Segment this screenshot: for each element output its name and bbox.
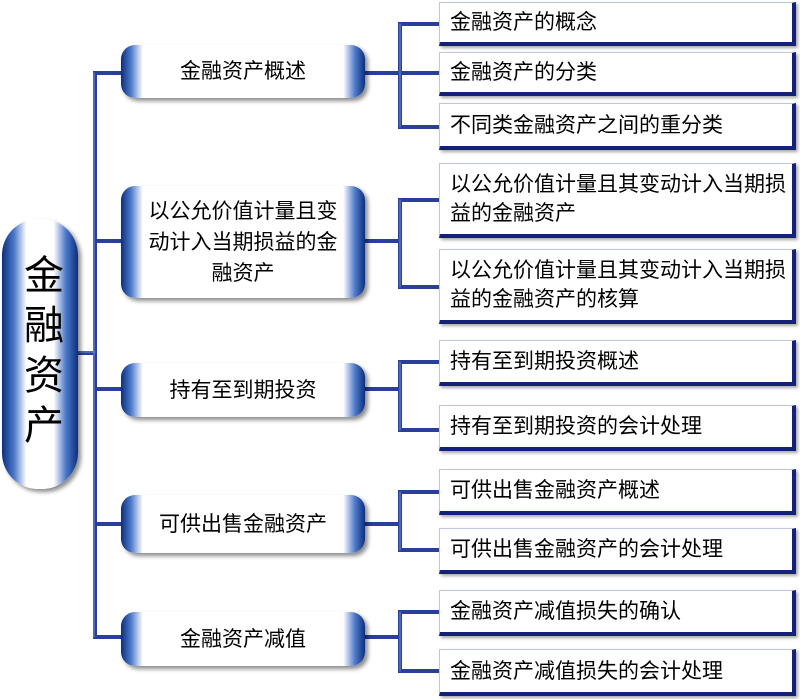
root-connector bbox=[76, 71, 123, 639]
leaf-node: 不同类金融资产之间的重分类 bbox=[439, 103, 796, 150]
leaf-label: 不同类金融资产之间的重分类 bbox=[450, 112, 723, 137]
branch-1-connector bbox=[363, 22, 441, 129]
leaf-label: 金融资产的分类 bbox=[450, 60, 597, 84]
branch-label: 可供出售金融资产 bbox=[159, 511, 327, 536]
leaf-node: 持有至到期投资概述 bbox=[439, 340, 796, 386]
leaf-node: 金融资产的概念 bbox=[439, 2, 796, 46]
leaf-label: 持有至到期投资概述 bbox=[450, 349, 639, 373]
branch-4-connector bbox=[363, 490, 441, 552]
branch-node-htm: 持有至到期投资 bbox=[121, 363, 365, 417]
leaf-label: 以公允价值计量且其变动计入当期损益的金融资产的核算 bbox=[450, 258, 786, 311]
leaf-label: 以公允价值计量且其变动计入当期损益的金融资产 bbox=[450, 172, 786, 225]
leaf-label: 持有至到期投资的会计处理 bbox=[450, 414, 702, 438]
leaf-node: 以公允价值计量且其变动计入当期损益的金融资产 bbox=[439, 163, 796, 238]
branch-node-overview: 金融资产概述 bbox=[121, 45, 365, 98]
branch-label: 持有至到期投资 bbox=[169, 377, 317, 402]
leaf-label: 可供出售金融资产概述 bbox=[450, 478, 660, 502]
leaf-label: 可供出售金融资产的会计处理 bbox=[450, 537, 723, 561]
branch-label: 金融资产减值 bbox=[180, 626, 306, 651]
leaf-node: 金融资产的分类 bbox=[439, 52, 796, 96]
leaf-node: 持有至到期投资的会计处理 bbox=[439, 405, 796, 451]
leaf-label: 金融资产减值损失的确认 bbox=[450, 599, 681, 623]
branch-3-connector bbox=[363, 360, 441, 432]
leaf-node: 金融资产减值损失的确认 bbox=[439, 590, 796, 636]
branch-node-impairment: 金融资产减值 bbox=[121, 612, 365, 666]
branch-label: 金融资产概述 bbox=[180, 59, 306, 83]
branch-node-afs: 可供出售金融资产 bbox=[121, 495, 365, 553]
branch-5-connector bbox=[363, 610, 441, 673]
leaf-label: 金融资产减值损失的会计处理 bbox=[450, 658, 723, 683]
root-node: 金融资产 bbox=[2, 219, 78, 489]
branch-2-connector bbox=[363, 198, 441, 289]
leaf-node: 可供出售金融资产的会计处理 bbox=[439, 528, 796, 574]
leaf-label: 金融资产的概念 bbox=[450, 10, 597, 34]
leaf-node: 金融资产减值损失的会计处理 bbox=[439, 649, 796, 696]
root-label: 金融资产 bbox=[17, 254, 63, 454]
leaf-node: 以公允价值计量且其变动计入当期损益的金融资产的核算 bbox=[439, 249, 796, 324]
branch-label: 以公允价值计量且变动计入当期损益的金融资产 bbox=[148, 198, 338, 285]
branch-node-fvtpl: 以公允价值计量且变动计入当期损益的金融资产 bbox=[121, 186, 365, 298]
leaf-node: 可供出售金融资产概述 bbox=[439, 469, 796, 515]
